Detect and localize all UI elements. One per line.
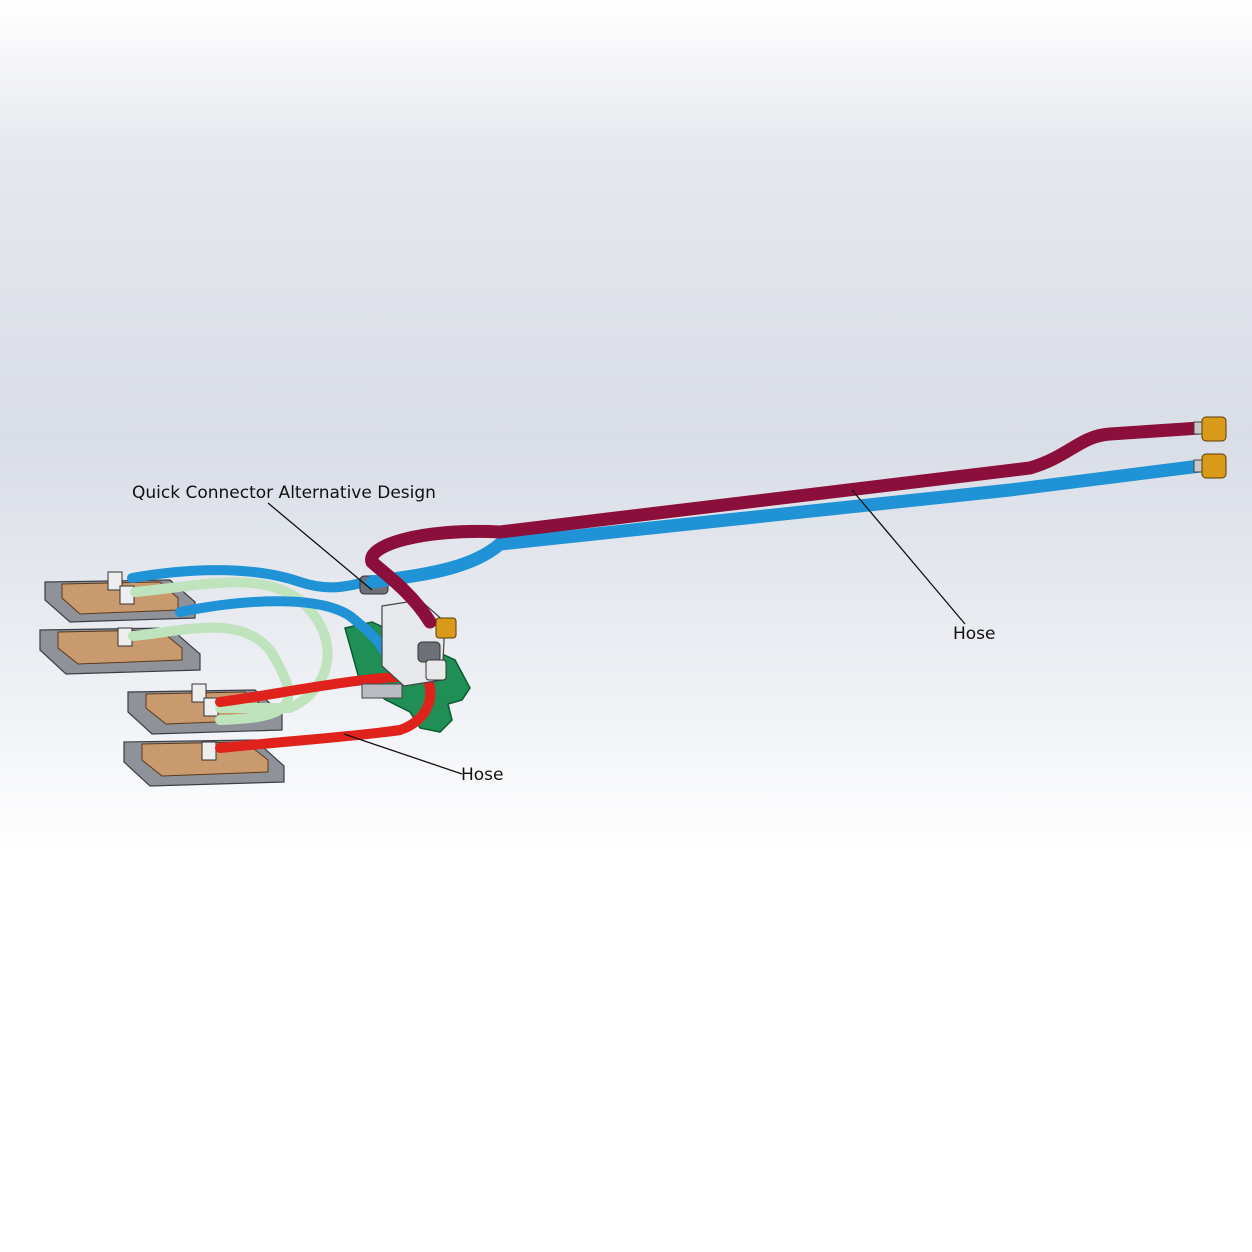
hose-cold-plate-out-2 — [215, 663, 436, 753]
hose-cold-plate-in-2 — [128, 622, 294, 725]
hose-return-branch-2 — [175, 596, 390, 657]
return-end-fitting — [1193, 453, 1227, 479]
leader-hose-main — [851, 489, 966, 625]
leader-quick-connector — [267, 502, 373, 591]
cold-plate-module-2 — [39, 627, 201, 675]
leader-hose-branch — [343, 733, 463, 775]
hose-return-branch-1 — [127, 565, 377, 593]
callout-hose-main: Hose — [953, 624, 996, 644]
callout-quick-connector: Quick Connector Alternative Design — [132, 483, 436, 503]
callout-hose-branch: Hose — [461, 765, 504, 785]
hose-cold-plate-out-1 — [215, 671, 415, 707]
hose-supply-main — [365, 421, 1207, 629]
supply-end-fitting — [1193, 416, 1227, 442]
